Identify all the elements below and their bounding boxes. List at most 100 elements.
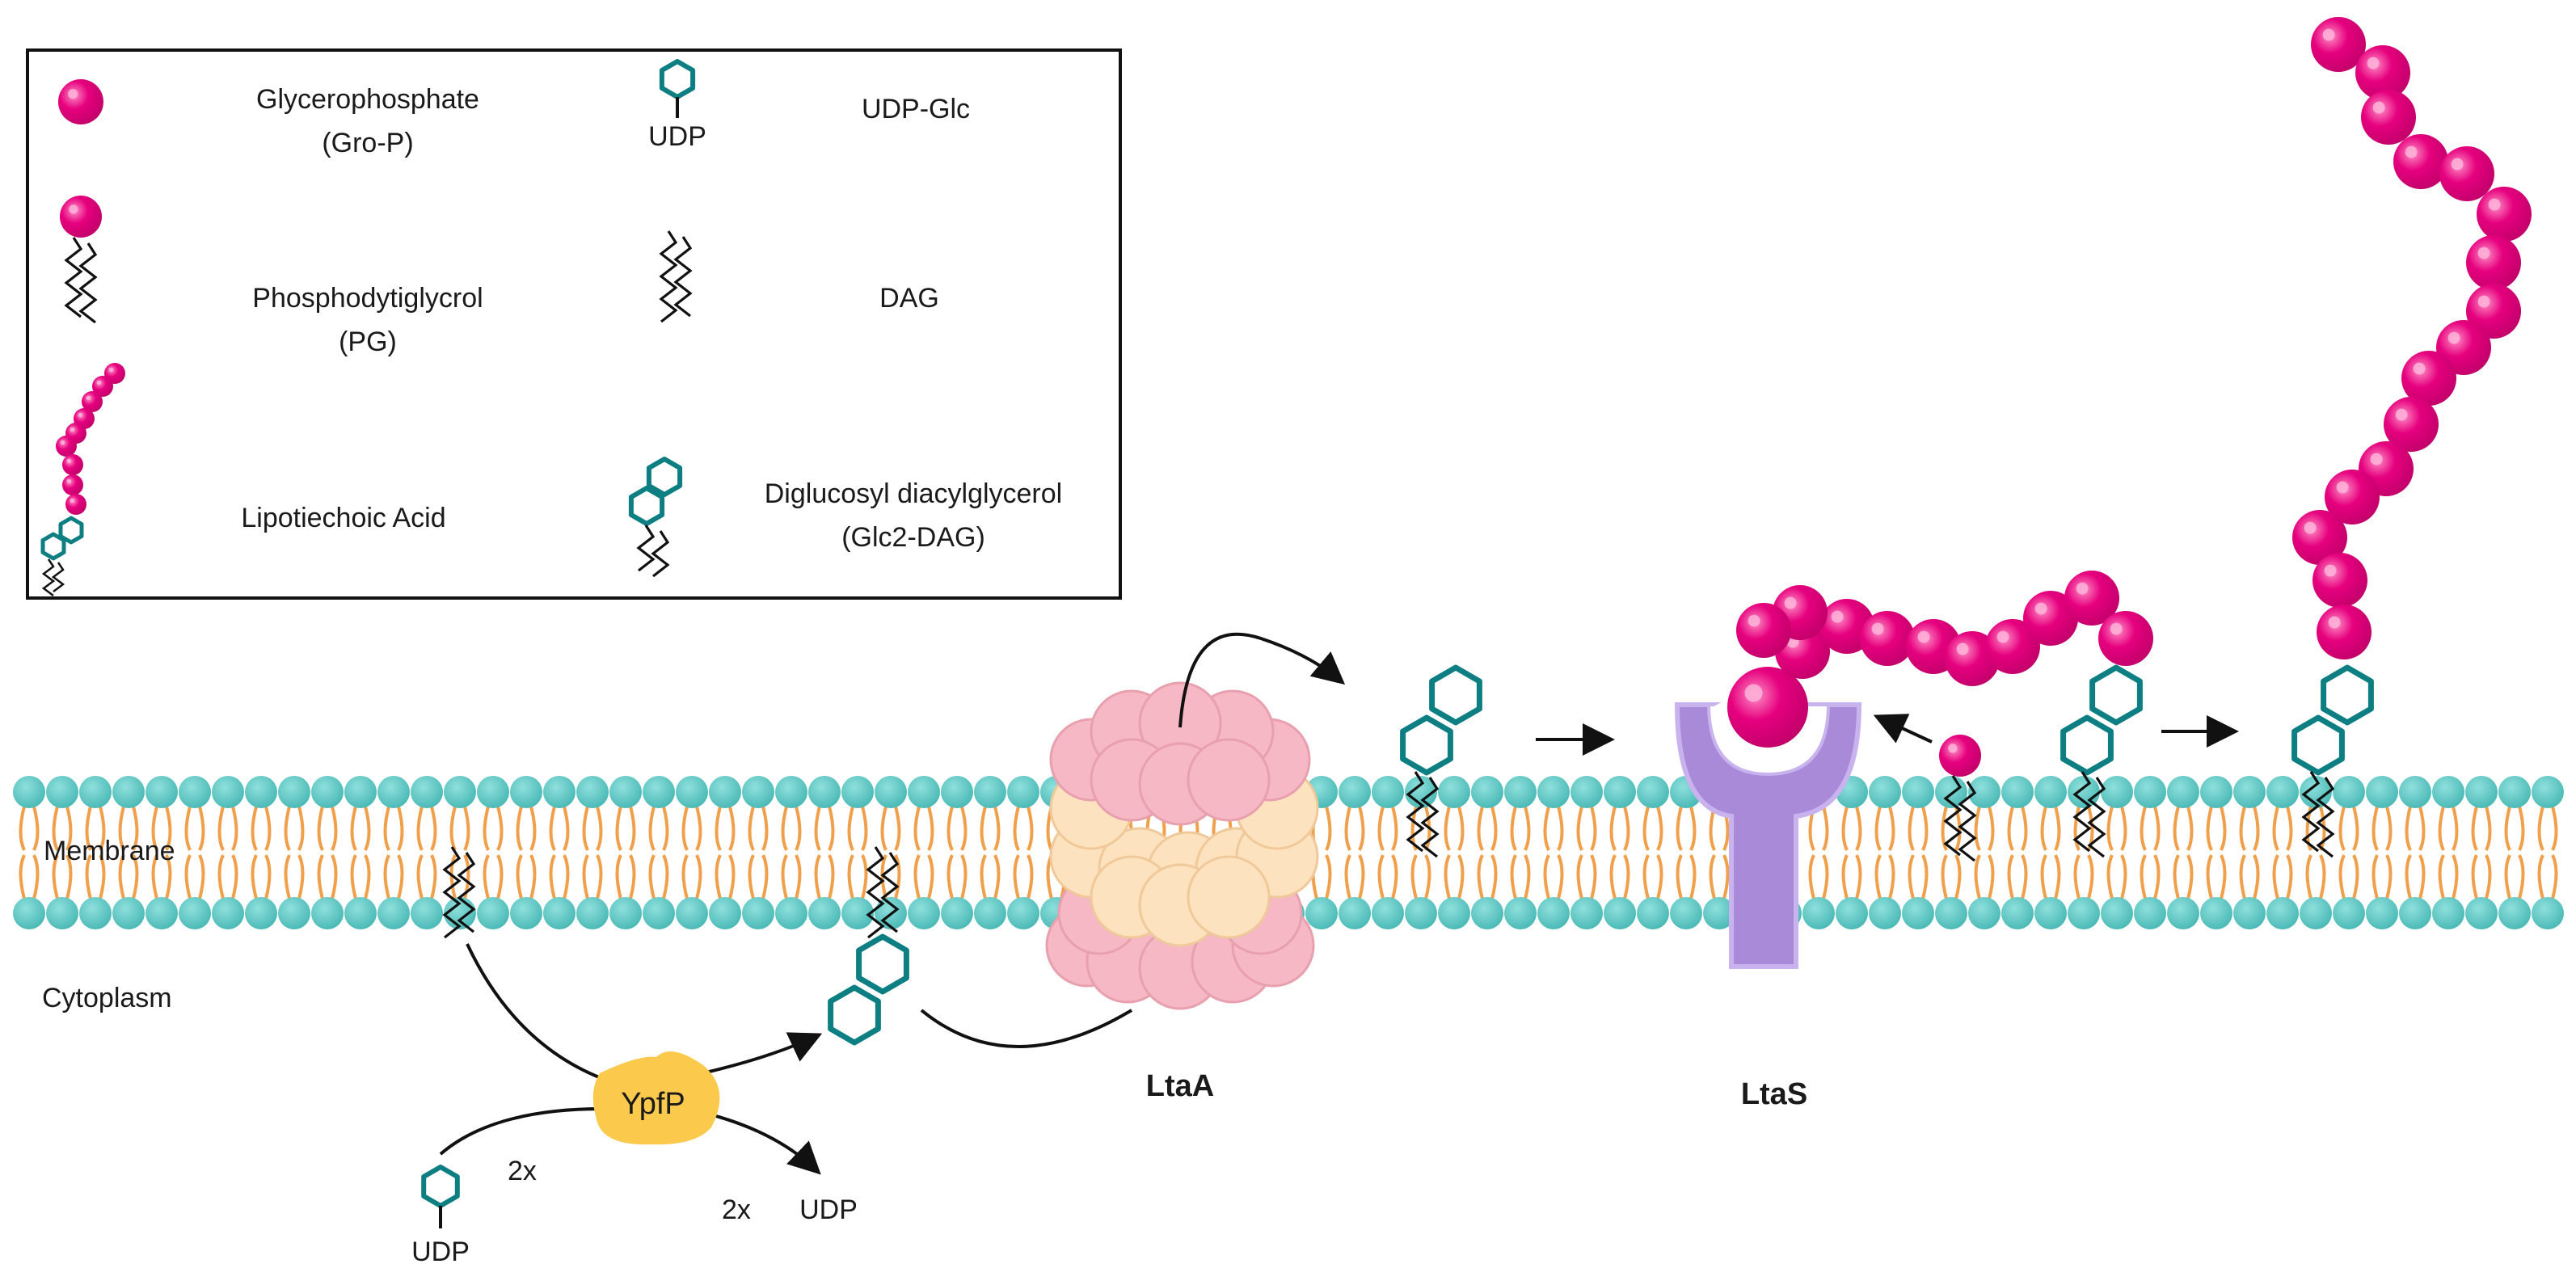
lipid-tail-lower: [19, 854, 40, 900]
lipid-head-inner: [1968, 897, 2001, 929]
lipid-tail-lower: [118, 854, 139, 900]
lipid-tail-lower: [1874, 854, 1895, 900]
lipid-tail-lower: [2073, 854, 2094, 900]
lipid-tail-lower: [648, 854, 669, 900]
lipid-tail-lower: [748, 854, 769, 900]
glycerophosphate-bead: [2098, 611, 2153, 666]
output-multiplier: 2x: [722, 1194, 751, 1225]
lipid-tail-lower: [317, 854, 338, 900]
lipid-tail-lower: [184, 854, 205, 900]
lipid-head-outer: [941, 776, 973, 808]
lipid-tail-upper: [2140, 806, 2161, 851]
lipid-tail-lower: [2040, 854, 2061, 900]
lipid-head-inner: [311, 897, 344, 929]
bead-highlight: [2367, 57, 2380, 70]
lipid-head-outer: [2167, 776, 2199, 808]
bead-highlight: [66, 458, 72, 464]
lipid-head-outer: [2101, 776, 2133, 808]
lipid-tail-upper: [913, 806, 934, 851]
lipid-head-inner: [2300, 897, 2332, 929]
lipid-tail-lower: [1974, 854, 1995, 900]
lipid-tail-upper: [317, 806, 338, 851]
lipid-head-outer: [311, 776, 344, 808]
lipid-tail-lower: [2504, 854, 2525, 900]
arrow-pg-to-ltas: [1873, 714, 1933, 744]
arrow-dag-to-ypfp: [466, 943, 615, 1085]
lipid-tail-lower: [2372, 854, 2393, 900]
lipid-head-inner: [609, 897, 642, 929]
lipid-tail-upper: [2504, 806, 2525, 851]
lipid-head-inner: [1637, 897, 1669, 929]
lipid-tail-upper: [582, 806, 603, 851]
lipid-head-inner: [941, 897, 973, 929]
bead-highlight: [2110, 622, 2123, 635]
lipid-tail-upper: [284, 806, 305, 851]
lipid-head-inner: [2432, 897, 2464, 929]
lipid-head-inner: [179, 897, 211, 929]
lipid-tail-lower: [2106, 854, 2127, 900]
legend-box: [26, 48, 1122, 600]
lipid-tail-upper: [781, 806, 802, 851]
bead-highlight: [2034, 602, 2047, 615]
bead-highlight: [2324, 564, 2337, 577]
glycerophosphate-bead: [2477, 187, 2532, 242]
lipid-tail-upper: [814, 806, 835, 851]
lipid-head-outer: [1637, 776, 1669, 808]
legend-glycerophosphate-label: Glycerophosphate: [256, 84, 479, 115]
lipid-head-inner: [576, 897, 609, 929]
lipid-tail-upper: [483, 806, 504, 851]
lipid-head-outer: [2333, 776, 2365, 808]
lipid-tail-upper: [2073, 806, 2094, 851]
lipid-head-inner: [841, 897, 874, 929]
lipid-head-inner: [2366, 897, 2398, 929]
lipid-head-inner: [1670, 897, 1702, 929]
lipid-head-outer: [1968, 776, 2001, 808]
lipid-tail-upper: [151, 806, 172, 851]
arrow-ypfp-to-glc2dag: [694, 1032, 823, 1076]
lipid-head-inner: [2399, 897, 2431, 929]
bead-highlight: [86, 395, 91, 401]
bead-highlight: [1748, 614, 1760, 627]
lipid-head-outer: [576, 776, 609, 808]
ltaa-subunit: [1187, 855, 1271, 939]
lipid-head-inner: [808, 897, 841, 929]
glucose-ring: [2060, 714, 2114, 776]
lipid-head-outer: [46, 776, 78, 808]
arrow-glc2dag-to-ltaa: [920, 1009, 1133, 1048]
lipid-head-outer: [1570, 776, 1603, 808]
bead-highlight: [1784, 596, 1797, 609]
lipid-head-inner: [13, 897, 45, 929]
lipid-head-inner: [344, 897, 377, 929]
lipid-head-inner: [2266, 897, 2299, 929]
lipid-head-outer: [145, 776, 178, 808]
bead-highlight: [96, 380, 102, 386]
lipid-tail-lower: [516, 854, 537, 900]
lipid-head-inner: [2532, 897, 2564, 929]
lipid-head-inner: [1703, 897, 1735, 929]
fatty-acid-chain: [659, 230, 678, 323]
lipid-head-inner: [377, 897, 410, 929]
bead-highlight: [2336, 481, 2349, 494]
glucose-ring: [2321, 664, 2374, 726]
glucose-ring: [646, 457, 683, 497]
arrow-ypfp-to-udp: [706, 1112, 821, 1175]
lipid-tail-upper: [2206, 806, 2227, 851]
lipid-tail-upper: [2007, 806, 2028, 851]
lipid-tail-lower: [85, 854, 106, 900]
glycerophosphate-bead: [62, 474, 83, 495]
lipid-head-outer: [179, 776, 211, 808]
lipid-tail-lower: [1377, 854, 1398, 900]
lipid-tail-lower: [1576, 854, 1597, 900]
bead-highlight: [1917, 630, 1930, 643]
lipid-tail-upper: [85, 806, 106, 851]
lipid-head-inner: [79, 897, 112, 929]
legend-glc2dag-label: Diglucosyl diacylglycerol: [765, 478, 1062, 509]
lipid-head-inner: [245, 897, 277, 929]
lipid-head-inner: [1007, 897, 1039, 929]
lipid-tail-lower: [980, 854, 1001, 900]
ypfp-blob: [592, 1051, 720, 1145]
lipid-head-outer: [742, 776, 774, 808]
lipid-head-outer: [377, 776, 410, 808]
lipid-head-inner: [2498, 897, 2531, 929]
